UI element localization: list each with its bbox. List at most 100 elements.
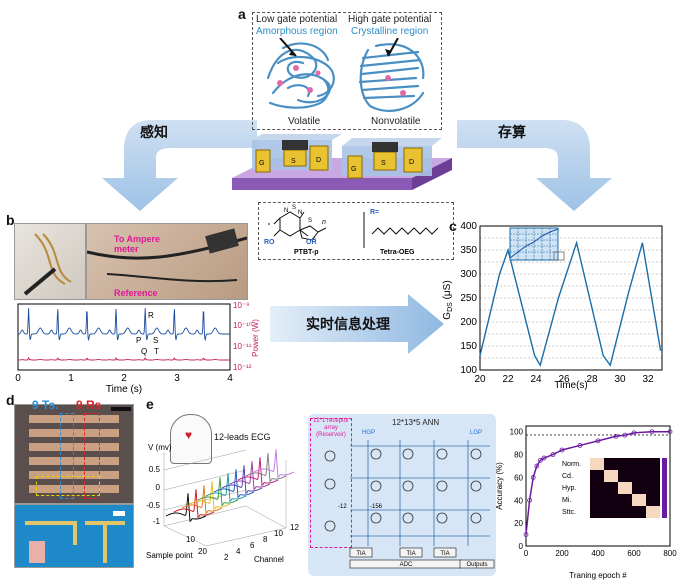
rs-highlight	[84, 413, 100, 499]
ecg-xtick-1: 1	[68, 373, 74, 384]
panel-label-b: b	[6, 212, 15, 228]
ecg-xtick-4: 4	[227, 373, 233, 384]
acc-point	[541, 455, 547, 461]
low-gate-label: Low gate potential	[256, 14, 338, 25]
tia-3: TIA	[440, 551, 449, 557]
tia-1: TIA	[356, 551, 365, 557]
high-gate-label: High gate potential	[348, 14, 432, 25]
cm-class-1: Norm.	[562, 461, 581, 468]
adc-label: ADC	[400, 562, 413, 568]
confusion-matrix	[590, 458, 667, 518]
electrode-label-4: G	[351, 166, 356, 173]
ann-label: 12*13*5 ANN	[392, 418, 440, 427]
gds-inset	[509, 227, 565, 261]
acc-series-line	[525, 430, 670, 535]
left-curved-arrow	[102, 120, 257, 211]
power-tick-3: 10⁻¹¹	[233, 342, 252, 351]
gds-y-tick: 400	[460, 221, 477, 232]
gds-y-label: GDS (μS)	[442, 280, 454, 319]
atom-s2: S	[308, 218, 312, 224]
gds-x-tick: 30	[614, 374, 626, 385]
middle-arrow	[270, 294, 444, 354]
sample-tick-1: 10	[186, 535, 195, 544]
v-axis-label: V (mv)	[148, 443, 172, 452]
electrode-label-1: G	[259, 160, 264, 167]
lgp-label: LGP	[470, 430, 483, 436]
acc-point	[631, 430, 637, 436]
volatile-label: Volatile	[288, 116, 321, 127]
gds-x-tick: 24	[530, 374, 542, 385]
acc-point	[559, 447, 565, 453]
ann-num-1: -12	[338, 504, 347, 510]
ann-crossbar: -12 -156 TIA TIA TIA ADC Outputs	[324, 440, 495, 569]
ecg-trace	[17, 308, 230, 342]
ecg-power-plot: R P S Q T 0 1 2 3 4 Time (s) 10⁻⁹ 10⁻¹⁰ …	[15, 301, 260, 394]
atom-n1: N	[284, 208, 288, 214]
right-curved-arrow	[457, 120, 612, 211]
amorphous-label: Amorphous region	[256, 26, 338, 37]
arrow-label-storage: 存算	[498, 125, 526, 141]
power-trace	[17, 356, 230, 361]
acc-point	[550, 452, 556, 457]
zoom-highlight	[36, 476, 100, 496]
channel-tick-4: 8	[263, 535, 268, 544]
acc-point	[667, 429, 673, 435]
gds-x-tick: 26	[558, 374, 570, 385]
ann-num-2: -156	[370, 504, 383, 510]
v-tick-1: 0.5	[149, 465, 161, 474]
nonvolatile-label: Nonvolatile	[371, 116, 421, 127]
ecg-lead-trace	[245, 453, 287, 483]
ecg-label-p: P	[136, 336, 141, 345]
electrode-label-2: S	[291, 158, 296, 165]
gds-x-tick: 32	[642, 374, 654, 385]
gds-y-tick: 300	[460, 269, 477, 280]
acc-y-label: Accuracy (%)	[495, 462, 504, 510]
ecg-xtick-0: 0	[15, 373, 21, 384]
channel-tick-2: 4	[236, 547, 241, 556]
ecg-lead-trace	[181, 485, 223, 515]
atom-n2: N	[298, 210, 302, 216]
power-axis-label: Power (W)	[251, 319, 260, 357]
reference-label: Reference	[114, 288, 158, 298]
acc-point	[595, 438, 601, 444]
gds-plot-frame	[479, 225, 663, 371]
atom-s3: S	[312, 238, 316, 244]
acc-y-tick: 40	[514, 496, 523, 505]
channel-tick-5: 10	[274, 529, 283, 538]
electrode-label-3: D	[316, 157, 321, 164]
ecg-label-t: T	[154, 347, 159, 356]
ecg-lead-trace	[189, 481, 231, 511]
panel-label-a: a	[238, 6, 246, 22]
gds-y-tick: 100	[460, 365, 477, 376]
channel-tick-3: 6	[250, 541, 255, 550]
ecg-lead-trace	[165, 493, 207, 523]
rs-label: 9 Rs	[76, 398, 102, 412]
atom-s1: S	[292, 205, 296, 211]
v-tick-4: -1	[153, 517, 161, 526]
channel-tick-1: 2	[224, 553, 229, 562]
hgp-label: HGP	[362, 430, 376, 436]
acc-x-tick: 800	[663, 549, 677, 558]
acc-x-tick: 600	[627, 549, 641, 558]
ecg-lead-trace	[229, 461, 271, 491]
polymer-morphology-illustration	[266, 38, 425, 112]
acc-x-tick: 0	[524, 549, 529, 558]
ecg-3d-plot: 0.5 0 -0.5 -1 V (mv) 10 20 Sample point …	[146, 443, 299, 564]
acc-y-tick: 80	[514, 451, 523, 460]
chemical-structure: N S N S S n RO OR PTBT-p R= Tetra-OEG	[264, 205, 439, 256]
ts-highlight	[60, 413, 74, 499]
channel-axis-label: Channel	[254, 555, 284, 564]
ecg-label-s: S	[153, 336, 158, 345]
acc-point	[527, 497, 532, 503]
morphology-box	[252, 12, 442, 130]
sample-tick-2: 20	[198, 547, 207, 556]
v-tick-2: 0	[156, 483, 161, 492]
receptor-label: 12*1 receptor array (Reservoir)	[312, 418, 350, 438]
acc-point	[530, 475, 536, 480]
cm-class-3: Hyp.	[562, 485, 576, 492]
acc-point	[523, 532, 529, 537]
side-chain-name: Tetra-OEG	[380, 249, 415, 256]
electrode-label-5: S	[381, 160, 386, 167]
